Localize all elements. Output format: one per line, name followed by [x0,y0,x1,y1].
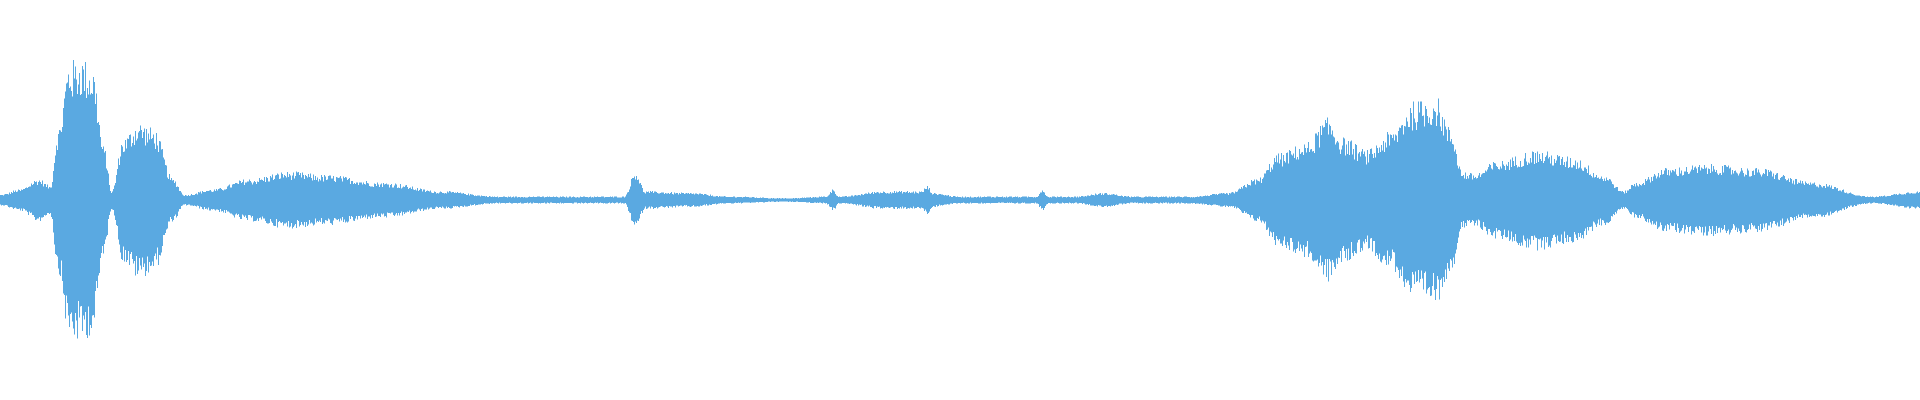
waveform-signal [0,60,1920,339]
